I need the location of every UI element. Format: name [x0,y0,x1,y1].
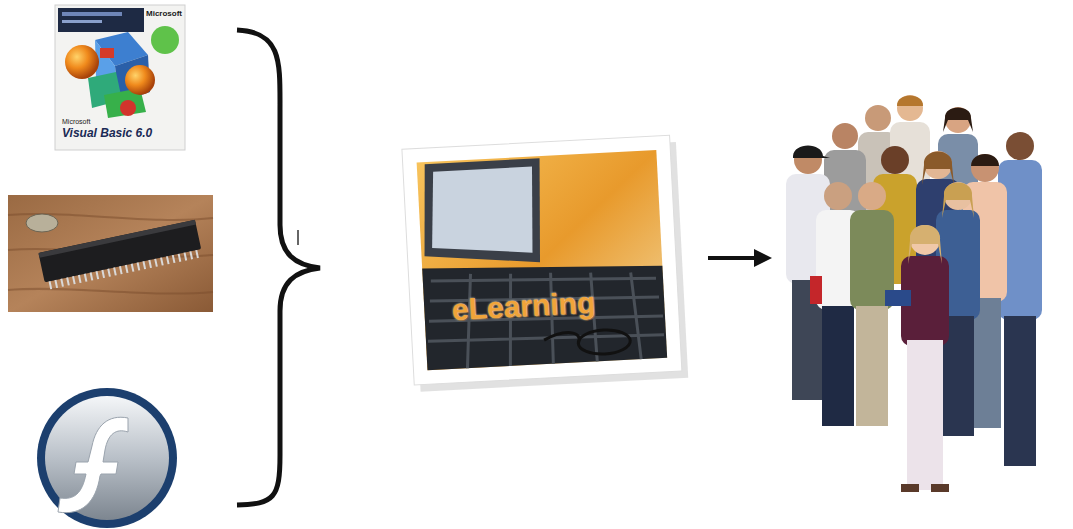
curly-brace [237,30,320,505]
flash-logo [37,388,177,528]
flow-arrow [708,249,772,267]
chip-photo [8,195,213,312]
product-name: Visual Basic 6.0 [62,127,152,140]
vb-box [55,5,185,150]
brand-text: Microsoft [146,10,182,19]
brand-text: Microsoft [62,118,90,126]
tick-mark [297,230,299,245]
students-group [786,95,1042,492]
elearning-photo [402,135,688,392]
